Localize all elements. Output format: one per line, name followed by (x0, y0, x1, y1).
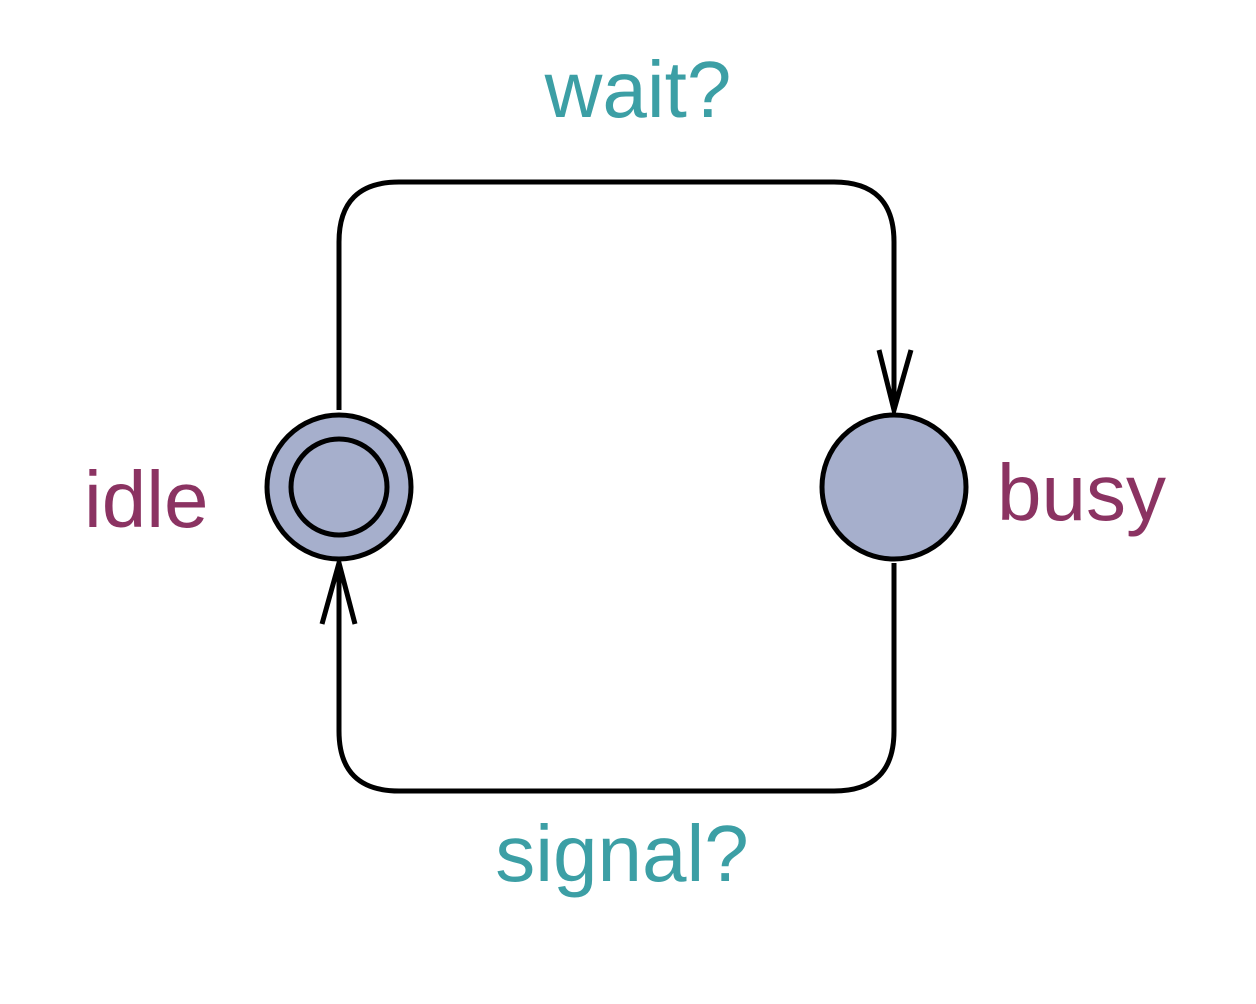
state-busy[interactable] (819, 412, 969, 562)
arrowhead-icon (876, 349, 914, 420)
state-label-busy: busy (997, 448, 1166, 537)
state-busy-circle[interactable] (819, 412, 969, 562)
state-idle[interactable] (264, 412, 414, 562)
arrowhead-icon (319, 553, 358, 625)
state-label-idle: idle (84, 455, 209, 544)
edge-wait[interactable] (336, 179, 897, 410)
edge-signal[interactable] (336, 563, 897, 794)
transition-busy-to-idle[interactable] (319, 553, 897, 794)
transition-idle-to-busy[interactable] (336, 179, 914, 420)
initial-state-marker-icon (288, 436, 390, 538)
sync-label-wait: wait? (544, 45, 732, 134)
sync-label-signal: signal? (495, 809, 749, 898)
